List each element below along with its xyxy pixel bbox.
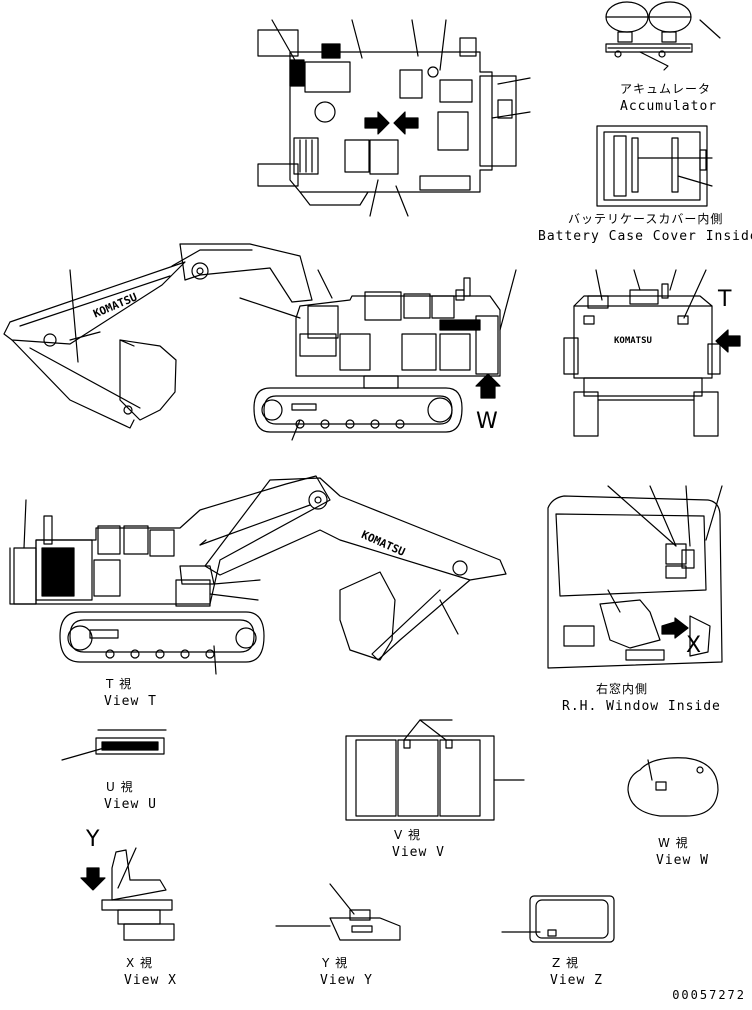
view-w-drawing <box>627 757 719 817</box>
view-v-label-jp: V 視 <box>394 828 422 842</box>
marker-x: X <box>686 633 703 658</box>
battery-label-en: Battery Case Cover Inside <box>538 229 752 244</box>
view-v-drawing <box>345 719 525 821</box>
view-w-label-en: View W <box>656 853 709 868</box>
accumulator-drawing <box>605 1 721 71</box>
view-t-drawing <box>9 475 507 675</box>
view-u-label-en: View U <box>104 797 157 812</box>
view-z-drawing <box>501 895 615 943</box>
battery-label-jp: バッテリケースカバー内側 <box>568 212 724 226</box>
view-t-label-en: View T <box>104 694 157 709</box>
rear-view-drawing <box>563 269 741 437</box>
view-z-label-jp: Z 視 <box>552 956 580 970</box>
view-u-label-jp: U 視 <box>106 780 134 794</box>
drawing-number: 00057272 <box>672 988 746 1002</box>
view-u-drawing <box>61 729 167 761</box>
top-view-drawing <box>257 19 531 217</box>
view-x-drawing <box>80 847 175 941</box>
window-inside-drawing <box>547 485 723 669</box>
marker-t: T <box>718 287 733 312</box>
window-label-en: R.H. Window Inside <box>562 699 721 714</box>
view-y-label-en: View Y <box>320 973 373 988</box>
side-view-left-drawing <box>3 243 601 441</box>
view-t-label-jp: T 視 <box>106 677 133 691</box>
view-w-label-jp: W 視 <box>658 836 689 850</box>
brand-logo-rear: KOMATSU <box>614 336 652 346</box>
battery-cover-drawing <box>596 125 713 207</box>
view-x-label-en: View X <box>124 973 177 988</box>
marker-y: Y <box>86 827 101 852</box>
accumulator-label-jp: アキュムレータ <box>620 82 712 96</box>
view-z-label-en: View Z <box>550 973 603 988</box>
view-x-label-jp: X 視 <box>126 956 154 970</box>
view-y-drawing <box>275 883 401 941</box>
window-label-jp: 右窓内側 <box>596 682 649 696</box>
view-v-label-en: View V <box>392 845 445 860</box>
marker-w: W <box>476 409 499 434</box>
accumulator-label-en: Accumulator <box>620 99 718 114</box>
view-y-label-jp: Y 視 <box>322 956 349 970</box>
